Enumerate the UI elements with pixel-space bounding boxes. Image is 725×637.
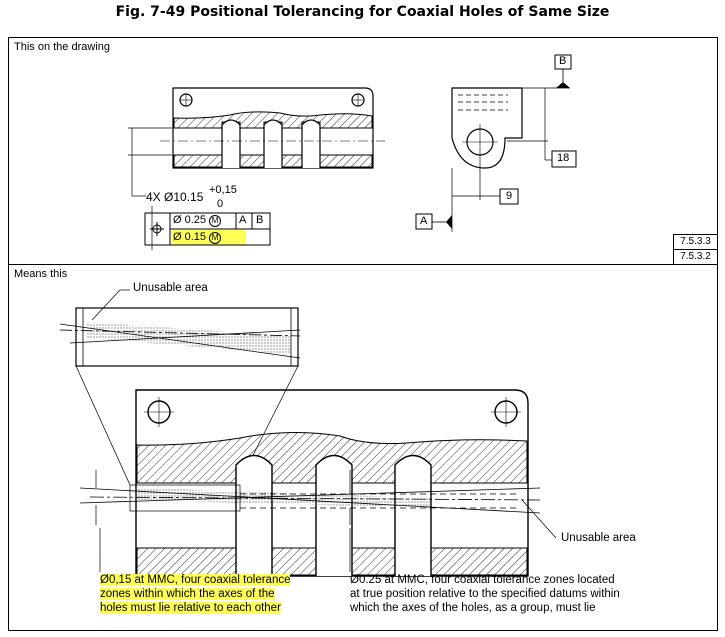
bottom-part — [79, 389, 557, 577]
zoom-inset — [59, 289, 301, 486]
fcf-row2-tol-value: 0.15 — [184, 231, 207, 243]
top-front-view — [128, 87, 385, 250]
diameter-icon: Ø — [100, 574, 109, 586]
mmc-modifier: M — [209, 215, 222, 227]
mmc-modifier: M — [209, 232, 222, 244]
bottom-panel-label: Means this — [14, 268, 68, 280]
diameter-icon: Ø — [173, 214, 182, 226]
diameter-icon: Ø — [173, 231, 182, 243]
ref-1: 7.5.3.3 — [674, 235, 717, 250]
size-prefix: 4X — [146, 190, 161, 204]
figure-title: Fig. 7-49 Positional Tolerancing for Coa… — [115, 4, 610, 20]
size-upper-tol: +0,15 — [209, 184, 237, 196]
note-right-line3: which the axes of the holes, as a group,… — [350, 602, 596, 614]
dim-18: 18 — [557, 152, 570, 164]
note-left-line1: 0,15 at MMC, four coaxial tolerance — [108, 574, 291, 586]
size-diameter: 10.15 — [173, 190, 204, 204]
fcf-datum-b: B — [256, 214, 264, 226]
top-side-view — [415, 54, 577, 232]
reference-box: 7.5.3.3 7.5.3.2 — [673, 234, 717, 264]
datum-b-triangle — [556, 82, 570, 88]
size-callout: 4X Ø10.15 — [146, 190, 203, 204]
datum-a-triangle — [446, 215, 452, 229]
note-right: Ø0.25 at MMC, four coaxial tolerance zon… — [350, 573, 620, 615]
ref-2: 7.5.3.2 — [680, 251, 711, 262]
unusable-area-right: Unusable area — [561, 532, 636, 544]
datum-a-label: A — [420, 215, 428, 227]
fcf-row2-tol: Ø 0.15 M — [173, 231, 222, 244]
top-panel-label: This on the drawing — [14, 41, 110, 53]
datum-b-label: B — [559, 55, 567, 67]
feature-control-frame — [144, 212, 271, 246]
note-right-line2: at true position relative to the specifi… — [350, 588, 620, 600]
fcf-row1-tol-value: 0.25 — [184, 214, 207, 226]
note-left: Ø0,15 at MMC, four coaxial tolerance zon… — [100, 573, 291, 615]
diameter-icon: Ø — [164, 190, 174, 204]
note-left-line2: zones within which the axes of the — [100, 588, 275, 600]
unusable-area-top: Unusable area — [133, 282, 208, 294]
dim-9: 9 — [506, 190, 513, 202]
note-left-line3: holes must lie relative to each other — [100, 602, 281, 614]
bottom-panel — [8, 264, 718, 631]
note-right-line1: 0.25 at MMC, four coaxial tolerance zone… — [358, 574, 615, 586]
diameter-icon: Ø — [350, 574, 359, 586]
fcf-datum-a: A — [239, 214, 247, 226]
fcf-row1-tol: Ø 0.25 M — [173, 214, 222, 227]
size-lower-tol: 0 — [217, 198, 224, 210]
